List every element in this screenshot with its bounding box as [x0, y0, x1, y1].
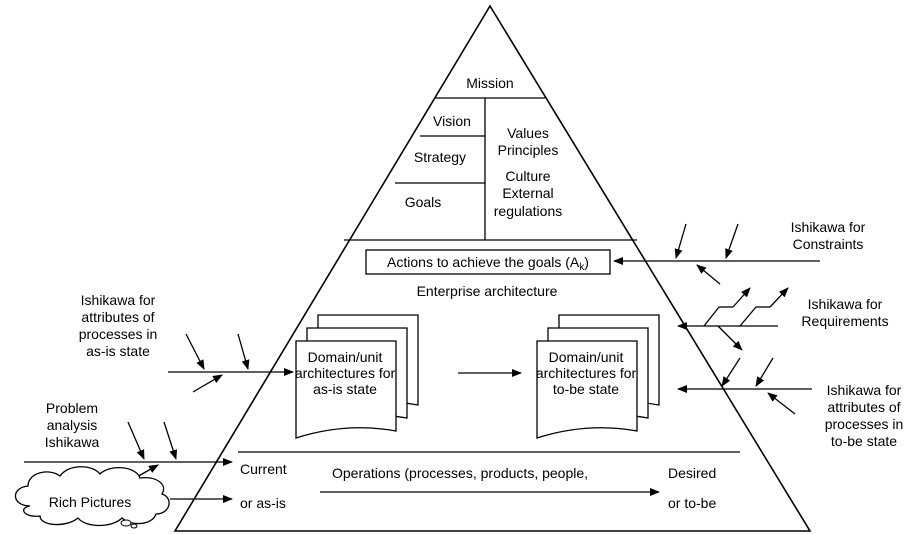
tobe-doc-line-2: architectures for	[536, 365, 637, 381]
goals-label: Goals	[405, 194, 442, 210]
values-line-4: External	[502, 185, 553, 201]
problem-analysis-line-2: analysis	[47, 417, 98, 433]
actions-box	[365, 249, 611, 275]
current-label: Current	[240, 461, 287, 477]
ishikawa-asis-fishbone	[168, 333, 294, 393]
as-is-label: or as-is	[240, 495, 286, 511]
actions-label: Actions to achieve the goals (Ak)	[387, 254, 589, 273]
problem-analysis-line-3: Ishikawa	[45, 434, 100, 450]
vision-label: Vision	[433, 113, 471, 129]
values-line-3: Culture	[505, 168, 550, 184]
to-be-label: or to-be	[668, 495, 716, 511]
ishikawa-tobe-line-3: processes in	[825, 416, 904, 432]
ishikawa-tobe-fishbone	[677, 357, 812, 415]
mission-label: Mission	[466, 75, 513, 91]
ishikawa-asis-line-3: processes in	[79, 326, 158, 342]
desired-label: Desired	[668, 465, 716, 481]
constraints-line-2: Constraints	[793, 236, 864, 252]
strategy-label: Strategy	[414, 149, 466, 165]
enterprise-architecture-label: Enterprise architecture	[417, 283, 558, 299]
asis-doc-line-1: Domain/unit	[308, 349, 383, 365]
requirements-line-2: Requirements	[801, 313, 888, 329]
constraints-line-1: Ishikawa for	[791, 219, 866, 235]
problem-analysis-line-1: Problem	[46, 400, 98, 416]
ishikawa-tobe-line-4: to-be state	[831, 433, 897, 449]
pyramid-outline	[173, 4, 812, 532]
asis-doc-line-3: as-is state	[313, 381, 377, 397]
ishikawa-constraints-fishbone	[613, 223, 820, 285]
ishikawa-asis-line-2: attributes of	[81, 309, 154, 325]
values-line-2: Principles	[498, 142, 559, 158]
problem-analysis-fishbone	[24, 421, 233, 483]
ishikawa-tobe-line-2: attributes of	[827, 399, 900, 415]
ishikawa-requirements-fishbone	[677, 287, 789, 351]
values-line-1: Values	[507, 125, 549, 141]
rich-pictures-cloud: Rich Pictures	[14, 466, 170, 529]
operations-label: Operations (processes, products, people,	[332, 465, 588, 481]
asis-doc-line-2: architectures for	[295, 365, 396, 381]
tobe-doc-line-1: Domain/unit	[549, 349, 624, 365]
rich-pictures-label: Rich Pictures	[49, 494, 131, 510]
ishikawa-asis-line-4: as-is state	[86, 343, 150, 359]
asis-document-stack: Domain/unit architectures for as-is stat…	[295, 314, 419, 439]
ishikawa-tobe-line-1: Ishikawa for	[827, 382, 902, 398]
requirements-line-1: Ishikawa for	[808, 296, 883, 312]
values-line-5: regulations	[494, 203, 563, 219]
tobe-doc-line-3: to-be state	[553, 381, 619, 397]
tobe-document-stack: Domain/unit architectures for to-be stat…	[536, 314, 660, 439]
ishikawa-asis-line-1: Ishikawa for	[81, 292, 156, 308]
